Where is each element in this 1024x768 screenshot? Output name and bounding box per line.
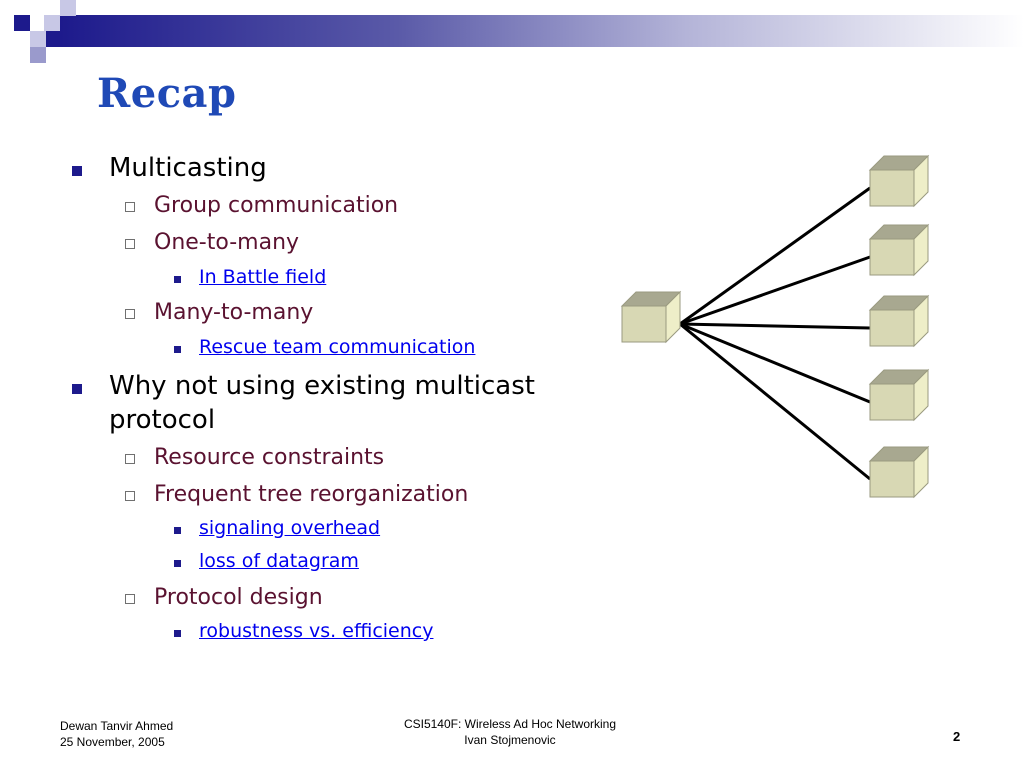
diagram-links (679, 186, 871, 481)
sub-bullet-one-to-many: One-to-many (154, 230, 300, 255)
link-in-battle-field[interactable]: In Battle field (199, 266, 327, 288)
bullet-why-not-line1: Why not using existing multicast (109, 371, 535, 401)
sub-sub-bullet-marker (174, 560, 181, 567)
page-number: 2 (953, 729, 961, 744)
diagram-link (679, 255, 871, 326)
sub-sub-bullet-marker (174, 346, 181, 353)
link-loss-of-datagram[interactable]: loss of datagram (199, 550, 359, 572)
logo-square-dark (46, 31, 62, 47)
link-robustness-vs-efficiency[interactable]: robustness vs. efficiency (199, 620, 434, 642)
diagram-link (679, 322, 871, 481)
logo-square-light (30, 31, 46, 47)
sub-bullet-marker (125, 202, 135, 212)
sub-bullet-group-communication: Group communication (154, 193, 399, 218)
logo-square-dark (14, 15, 30, 31)
receiver-node-cube (868, 445, 930, 499)
sub-bullet-marker (125, 491, 135, 501)
header-gradient-bar (60, 15, 1024, 47)
diagram-nodes (620, 154, 930, 499)
sub-bullet-protocol-design: Protocol design (154, 585, 323, 610)
sub-bullet-marker (125, 309, 135, 319)
receiver-node-cube (868, 154, 930, 208)
diagram-link (679, 186, 871, 326)
sub-sub-bullet-marker (174, 276, 181, 283)
sub-bullet-many-to-many: Many-to-many (154, 300, 314, 325)
receiver-node-cube (868, 223, 930, 277)
sub-bullet-marker (125, 594, 135, 604)
logo-square-mid (30, 47, 46, 63)
receiver-node-cube (868, 368, 930, 422)
slide-title: Recap (97, 70, 237, 117)
link-signaling-overhead[interactable]: signaling overhead (199, 517, 381, 539)
sub-sub-bullet-marker (174, 527, 181, 534)
bullet-marker (72, 384, 82, 394)
bullet-marker (72, 166, 82, 176)
footer-author: Dewan Tanvir Ahmed (60, 719, 174, 733)
footer-center: CSI5140F: Wireless Ad Hoc Networking Iva… (360, 716, 660, 748)
footer-instructor: Ivan Stojmenovic (464, 733, 556, 747)
footer-date: 25 November, 2005 (60, 735, 165, 749)
logo-square-light (60, 0, 76, 16)
link-rescue-team-communication[interactable]: Rescue team communication (199, 336, 476, 358)
sub-bullet-frequent-tree: Frequent tree reorganization (154, 482, 469, 507)
bullet-why-not-line2: protocol (109, 405, 216, 435)
sub-bullet-marker (125, 239, 135, 249)
sub-bullet-marker (125, 454, 135, 464)
sub-bullet-resource-constraints: Resource constraints (154, 445, 385, 470)
logo-square-light (44, 15, 60, 31)
diagram-link (679, 322, 871, 404)
source-node-cube (620, 290, 682, 344)
receiver-node-cube (868, 294, 930, 348)
footer-left: Dewan Tanvir Ahmed 25 November, 2005 (60, 718, 173, 750)
sub-sub-bullet-marker (174, 630, 181, 637)
bullet-multicasting: Multicasting (109, 153, 267, 183)
diagram-link (679, 322, 871, 330)
footer-course: CSI5140F: Wireless Ad Hoc Networking (403, 717, 617, 731)
